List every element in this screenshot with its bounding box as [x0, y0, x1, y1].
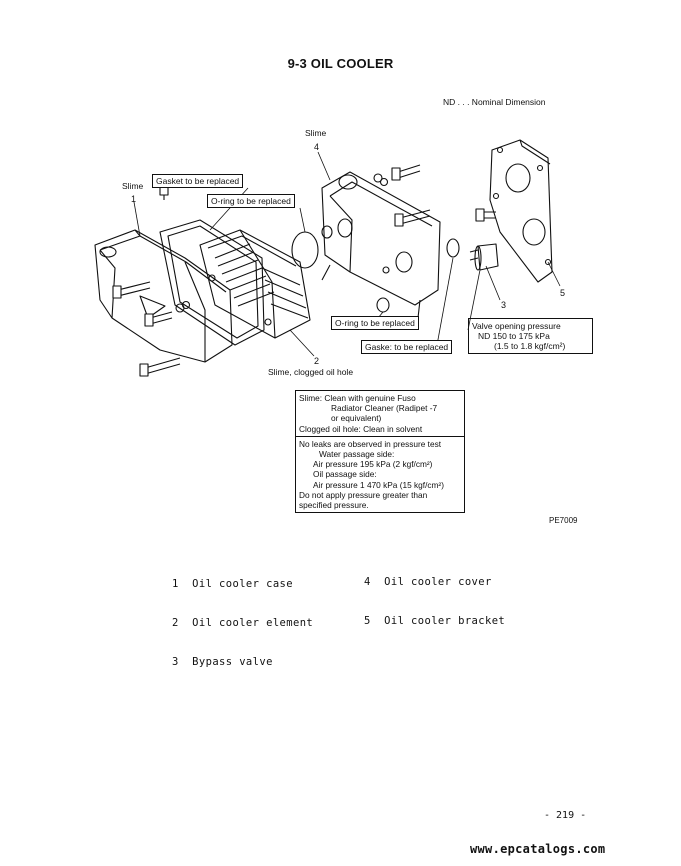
part-number-3: 3 — [501, 300, 507, 310]
oil-cooler-case-drawing — [94, 229, 233, 363]
clogged-hole-note: Clogged oil hole: Clean in solvent — [299, 423, 423, 434]
large-o-ring-drawing — [291, 231, 319, 269]
parts-list-right: 4 Oil cooler cover 5 Oil cooler bracket — [364, 550, 505, 641]
small-o-ring-drawing — [321, 225, 333, 239]
valve-pressure-box: Valve opening pressure ND 150 to 175 kPa… — [468, 318, 593, 354]
page-number: - 219 - — [544, 810, 587, 821]
leak-test-line: No leaks are observed in pressure test — [299, 438, 442, 449]
callout-gasket-replace-bottom: Gaske: to be replaced — [361, 340, 453, 354]
cover-bolts-drawing — [373, 164, 496, 227]
o-ring-bottom-drawing — [376, 297, 390, 313]
part-number-5: 5 — [560, 288, 566, 298]
cleaning-test-notes: Slime: Clean with genuine Fuso Radiator … — [295, 390, 465, 514]
pressure-test-notes: No leaks are observed in pressure test W… — [296, 435, 464, 512]
oil-cooler-bracket-drawing — [489, 139, 553, 283]
slime-note-line-1: Slime: Clean with genuine Fuso — [299, 393, 416, 403]
cleaning-notes: Slime: Clean with genuine Fuso Radiator … — [296, 391, 464, 436]
slime-note-line-3: or equivalent) — [331, 413, 382, 424]
parts-item-4: 4 Oil cooler cover — [364, 576, 492, 588]
valve-line-2: ND 150 to 175 kPa — [478, 331, 550, 341]
bypass-valve-drawing — [469, 243, 499, 271]
callout-slime-clogged: Slime, clogged oil hole — [268, 367, 354, 377]
callout-oring-replace-top: O-ring to be replaced — [207, 194, 295, 208]
parts-list-left: 1 Oil cooler case 2 Oil cooler element 3… — [172, 552, 313, 682]
water-passage-label: Water passage side: — [319, 449, 395, 460]
part-number-2: 2 — [314, 356, 320, 366]
oil-passage-label: Oil passage side: — [313, 469, 377, 480]
gasket-drawing — [159, 219, 265, 346]
oil-air-pressure: Air pressure 1 470 kPa (15 kgf/cm²) — [313, 479, 444, 490]
oil-cooler-element-drawing — [199, 229, 311, 339]
parts-item-3: 3 Bypass valve — [172, 656, 273, 668]
parts-item-1: 1 Oil cooler case — [172, 578, 293, 590]
parts-item-2: 2 Oil cooler element — [172, 617, 314, 629]
figure-code: PE7009 — [549, 516, 578, 525]
callout-slime-left: Slime — [122, 181, 144, 191]
callout-slime-top: Slime — [305, 128, 327, 138]
parts-item-5: 5 Oil cooler bracket — [364, 615, 506, 627]
footer-url: www.epcatalogs.com — [470, 842, 606, 856]
slime-note-line-2: Radiator Cleaner (Radipet -7 — [331, 403, 438, 414]
pressure-warning-line-1: Do not apply pressure greater than — [299, 489, 428, 500]
page-title: 9-3 OIL COOLER — [287, 56, 394, 71]
oil-cooler-cover-drawing — [321, 171, 441, 319]
valve-line-3: (1.5 to 1.8 kgf/cm²) — [494, 341, 566, 351]
pressure-warning-line-2: specified pressure. — [299, 500, 369, 511]
water-air-pressure: Air pressure 195 kPa (2 kgf/cm²) — [313, 459, 433, 470]
nominal-dimension-note: ND . . . Nominal Dimension — [443, 97, 546, 107]
part-number-4: 4 — [314, 142, 320, 152]
valve-line-1: Valve opening pressure — [472, 321, 561, 331]
washer-drawing — [446, 238, 460, 258]
callout-oring-replace-bottom: O-ring to be replaced — [331, 316, 419, 330]
part-number-1: 1 — [131, 194, 137, 204]
callout-gasket-replace: Gasket to be replaced — [152, 174, 244, 188]
